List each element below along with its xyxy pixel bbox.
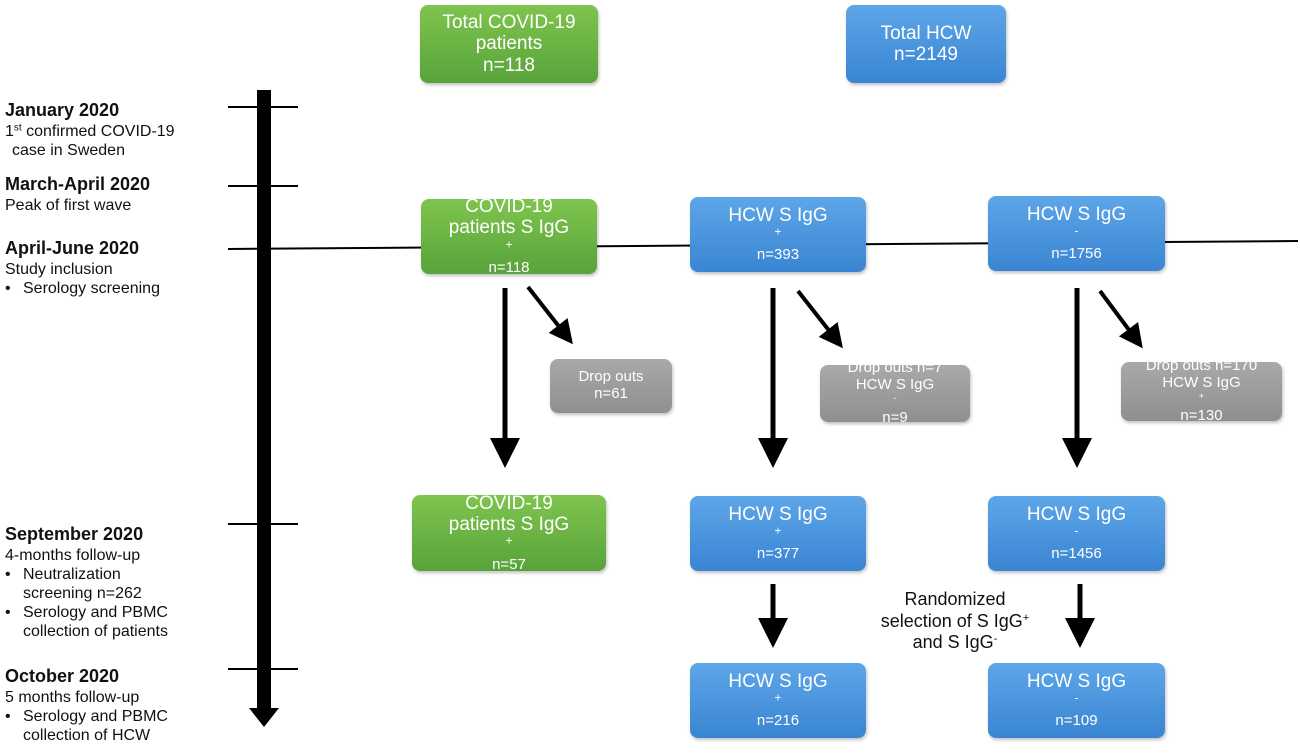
timeline-date: January 2020 <box>5 100 120 120</box>
arrow-dropout-hcw-neg <box>1098 289 1143 349</box>
timeline-date: March-April 2020 <box>5 174 151 194</box>
timeline-date: April-June 2020 <box>5 238 140 258</box>
timeline-bullet: Serology screening <box>5 279 160 298</box>
timeline-entry-september: September 2020 4-months follow-up Neutra… <box>5 524 168 642</box>
hcw-pos-final-box: HCW S IgG+ n=216 <box>690 663 866 738</box>
hcw-neg-followup-box: HCW S IgG- n=1456 <box>988 496 1165 571</box>
hcw-neg-inclusion-box: HCW S IgG- n=1756 <box>988 196 1165 271</box>
dropout-hcw-neg-box: Drop outs n=170 HCW S IgG+ n=130 <box>1121 357 1282 424</box>
timeline-bullet: Serology and PBMC <box>5 707 168 726</box>
arrow-dropout-hcw-pos <box>796 289 843 349</box>
arrow-dropout-patients <box>526 285 573 345</box>
timeline-bullet: Neutralization <box>5 565 168 584</box>
timeline-bullet: Serology and PBMC <box>5 603 168 622</box>
timeline-entry-january: January 2020 1st confirmed COVID-19 case… <box>5 100 175 159</box>
total-hcw-box: Total HCW n=2149 <box>846 5 1006 83</box>
total-patients-box: Total COVID-19 patients n=118 <box>420 5 598 83</box>
patients-followup-box: COVID-19 patients S IgG+ n=57 <box>412 493 606 572</box>
timeline-arrow-shaft <box>257 90 271 710</box>
timeline-arrow-head <box>249 708 279 727</box>
hcw-neg-final-box: HCW S IgG- n=109 <box>988 663 1165 738</box>
randomized-selection-label: Randomized selection of S IgG+ and S IgG… <box>880 589 1030 653</box>
hcw-pos-inclusion-box: HCW S IgG+ n=393 <box>690 197 866 272</box>
timeline-entry-april-june: April-June 2020 Study inclusion Serology… <box>5 238 160 298</box>
hcw-pos-followup-box: HCW S IgG+ n=377 <box>690 496 866 571</box>
timeline-entry-march-april: March-April 2020 Peak of first wave <box>5 174 151 214</box>
timeline-date: September 2020 <box>5 524 144 544</box>
dropout-patients-box: Drop outs n=61 <box>550 359 672 413</box>
patients-inclusion-box: COVID-19 patients S IgG+ n=118 <box>421 196 597 276</box>
timeline-entry-october: October 2020 5 months follow-up Serology… <box>5 666 168 745</box>
dropout-hcw-pos-box: Drop outs n=7 HCW S IgG- n=9 <box>820 359 970 426</box>
timeline-date: October 2020 <box>5 666 120 686</box>
